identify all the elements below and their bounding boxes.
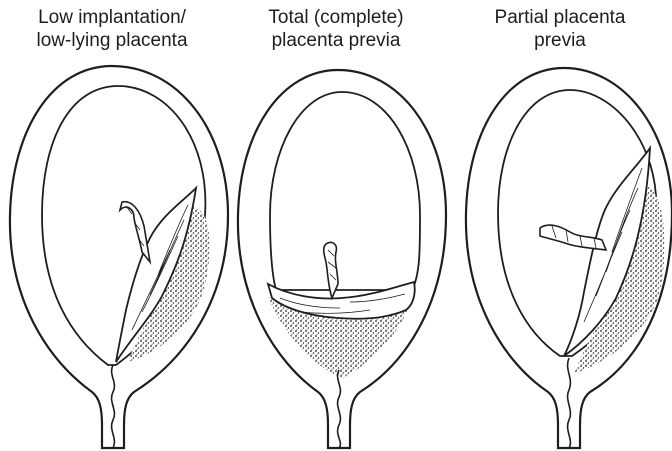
- uterus-panel-low-implantation: [10, 66, 228, 448]
- uterus-panel-partial-previa: [466, 68, 672, 448]
- uterus-panel-total-previa: [238, 70, 446, 448]
